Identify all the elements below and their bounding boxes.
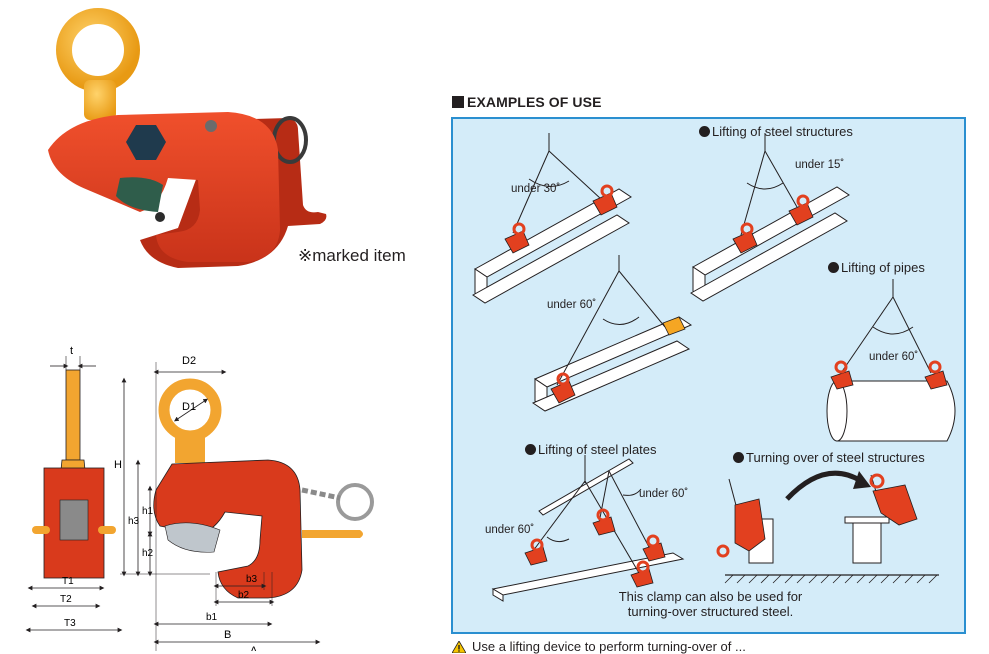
dim-label-h1: h1: [142, 506, 154, 517]
dim-label-B: B: [224, 629, 231, 641]
dim-label-T3: T3: [64, 618, 76, 629]
dim-label-h2: h2: [142, 548, 154, 559]
dimension-drawing: t D2 D1 H h3 h1 h2 b3 b2 b1 B A T1 T2 T3: [25, 345, 374, 651]
turning-caption: This clamp can also be used for turning-…: [618, 589, 803, 619]
bottom-note-text: Use a lifting device to perform turning-…: [472, 639, 746, 654]
label-turning-over: Turning over of steel structures: [733, 450, 925, 465]
dim-label-D1: D1: [182, 401, 196, 413]
bullet-icon: [828, 262, 839, 273]
heading-square-icon: [452, 96, 464, 108]
examples-illustrations: [472, 133, 956, 602]
angle-under-60-beam: under 60˚: [547, 299, 597, 311]
dim-label-T1: T1: [62, 576, 74, 587]
examples-panel: Lifting of steel structures Lifting of p…: [451, 117, 966, 634]
angle-under-60-plate-right: under 60˚: [639, 488, 689, 500]
label-pipes: Lifting of pipes: [828, 260, 925, 275]
product-photo: [48, 8, 327, 268]
dim-label-b2: b2: [238, 590, 250, 601]
label-steel-plates: Lifting of steel plates: [525, 442, 657, 457]
dim-label-A: A: [250, 645, 258, 651]
dim-label-t: t: [70, 345, 73, 357]
dim-label-b1: b1: [206, 612, 218, 623]
bullet-icon: [699, 126, 710, 137]
angle-under-30: under 30˚: [511, 183, 561, 195]
dim-label-h3: h3: [128, 516, 140, 527]
examples-heading-text: EXAMPLES OF USE: [467, 94, 602, 110]
label-steel-structures: Lifting of steel structures: [699, 124, 853, 139]
dim-label-D2: D2: [182, 355, 196, 367]
dim-label-b3: b3: [246, 574, 258, 585]
marked-item-note: ※marked item: [298, 246, 406, 265]
examples-heading: EXAMPLES OF USE: [452, 94, 602, 110]
dim-label-H: H: [114, 459, 122, 471]
angle-under-60-pipe: under 60˚: [869, 351, 919, 363]
angle-under-60-plate-left: under 60˚: [485, 524, 535, 536]
angle-under-15: under 15˚: [795, 159, 845, 171]
bullet-icon: [525, 444, 536, 455]
bullet-icon: [733, 452, 744, 463]
dim-label-T2: T2: [60, 594, 72, 605]
bottom-warning-note: Use a lifting device to perform turning-…: [452, 639, 746, 654]
